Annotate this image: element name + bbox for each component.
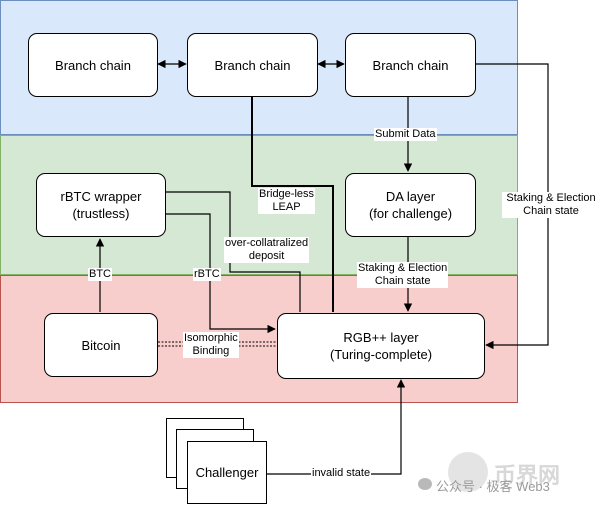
wechat-icon — [418, 478, 432, 490]
invalid-state-label: invalid state — [311, 467, 372, 480]
rgb-layer-node: RGB++ layer (Turing-complete) — [277, 313, 485, 379]
edge-bridge-less — [251, 97, 334, 312]
edge-over-collateral — [166, 191, 301, 312]
branch-chain-node-3: Branch chain — [345, 33, 476, 97]
bitcoin-node: Bitcoin — [44, 313, 158, 377]
watermark-caption: 公众号 · 极客 Web3 — [436, 479, 550, 494]
edge-invalid-state — [267, 379, 406, 475]
staking-election-mid-label: Staking & Election Chain state — [357, 262, 449, 288]
branch-chain-node-1: Branch chain — [28, 33, 158, 97]
watermark-logo-icon — [448, 452, 488, 492]
isomorphic-binding-label: Isomorphic Binding — [183, 332, 239, 358]
challenger-node: Challenger — [187, 441, 267, 504]
branch-chain-node-2: Branch chain — [187, 33, 318, 97]
bridge-less-leap-label: Bridge-less LEAP — [258, 188, 316, 214]
da-layer-node: DA layer (for challenge) — [345, 173, 476, 237]
rbtc-wrapper-node: rBTC wrapper (trustless) — [36, 173, 166, 237]
rbtc-label: rBTC — [193, 268, 221, 281]
submit-data-label: Submit Data — [374, 128, 437, 141]
watermark-logo-text: 币界网 — [494, 463, 561, 488]
over-collateralized-label: over-collatralized deposit — [224, 237, 310, 263]
staking-election-right-label: Staking & Election Chain state — [502, 192, 600, 218]
btc-label: BTC — [88, 268, 112, 281]
